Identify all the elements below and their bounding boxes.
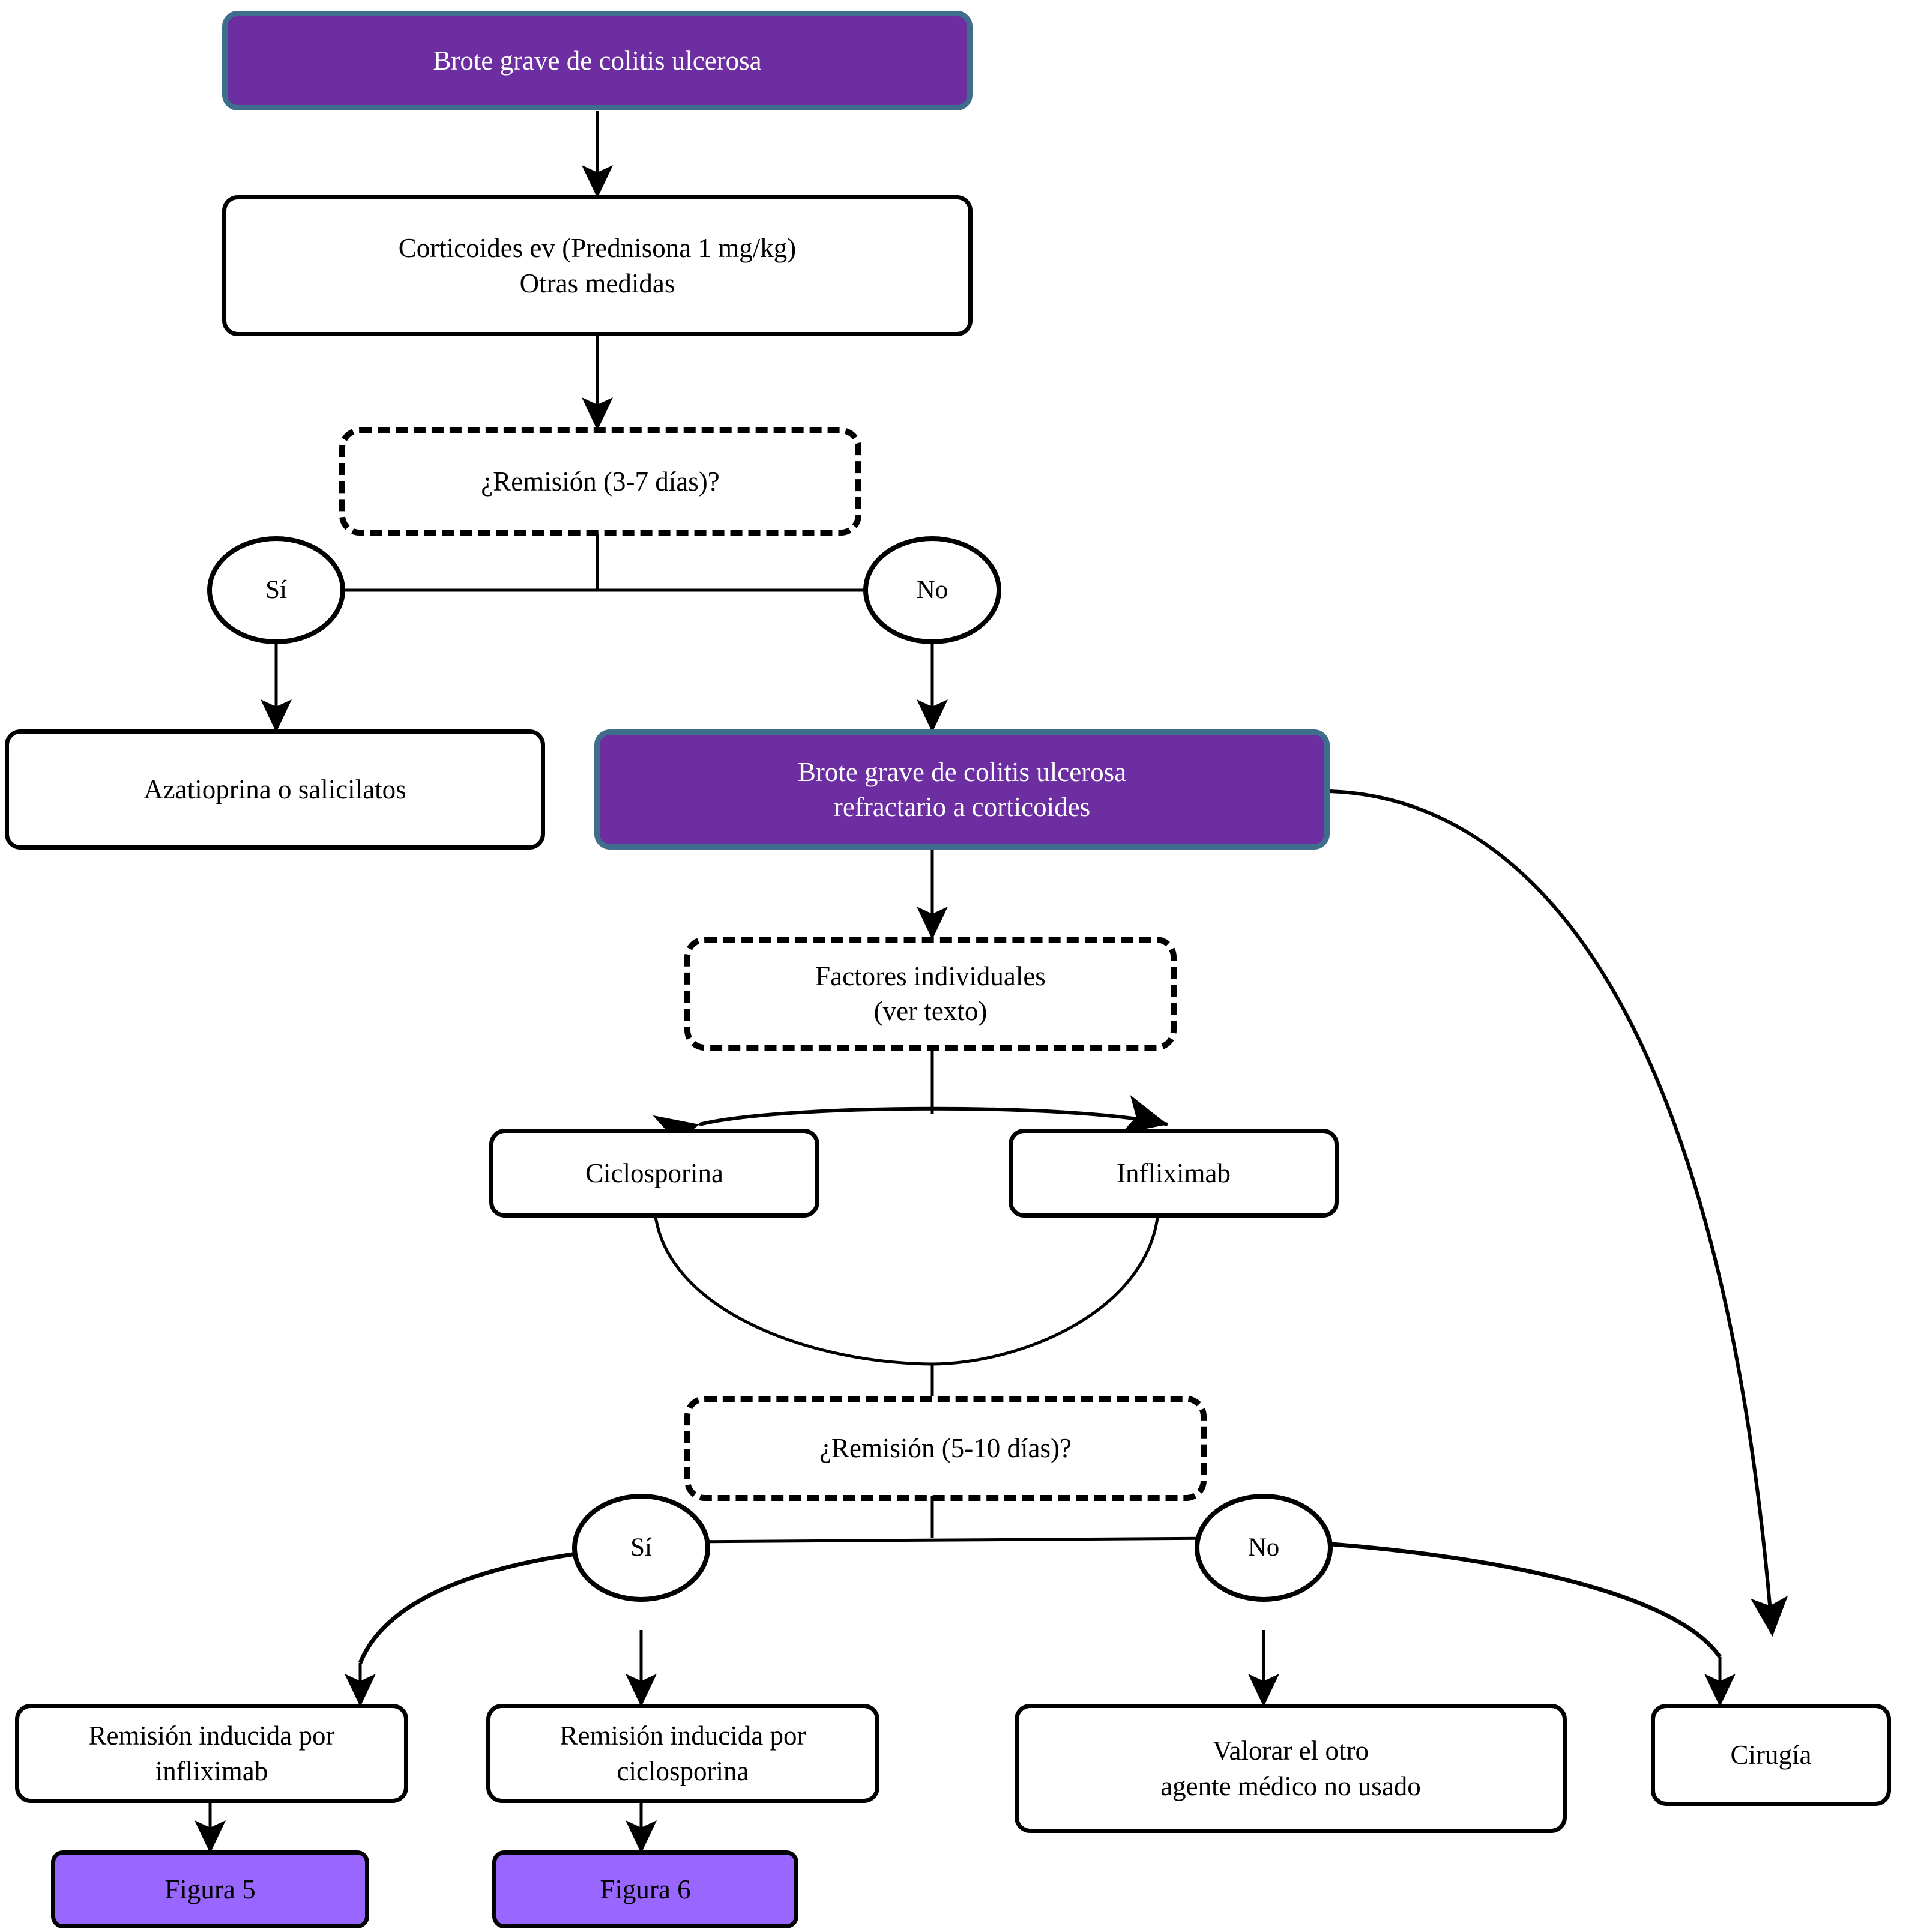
node-cirugia-label: Cirugía [1730,1739,1812,1770]
node-corticoides[interactable]: Corticoides ev (Prednisona 1 mg/kg) Otra… [222,195,973,336]
edge-no2-curve-right [1314,1541,1722,1658]
node-refractario-label: Brote grave de colitis ulcerosa refracta… [797,756,1127,823]
node-refractario-corticoides[interactable]: Brote grave de colitis ulcerosa refracta… [594,729,1330,850]
node-figura-5[interactable]: Figura 5 [51,1850,369,1928]
node-valorar-label: Valorar el otro agente médico no usado [1160,1736,1421,1801]
edge-refractario-to-cirugia [1329,789,1788,1637]
node-remision-ciclosporina-label: Remisión inducida por ciclosporina [559,1721,806,1786]
node-azatioprina-salicilatos[interactable]: Azatioprina o salicilatos [5,729,545,850]
node-remision-inducida-infliximab[interactable]: Remisión inducida por infliximab [15,1704,408,1803]
node-figura5-label: Figura 5 [164,1874,256,1904]
node-infliximab-label: Infliximab [1117,1158,1231,1188]
edge-decision2-branchbar [684,1536,1222,1544]
node-start-brote-grave[interactable]: Brote grave de colitis ulcerosa [222,11,973,110]
branch-yes-decision1-label: Sí [265,576,287,605]
node-cirugia[interactable]: Cirugía [1651,1704,1891,1806]
branch-no-decision1[interactable]: No [863,536,1001,644]
branch-yes-decision1[interactable]: Sí [207,536,345,644]
node-factores-label: Factores individuales (ver texto) [815,961,1046,1027]
node-decision1-label: ¿Remisión (3-7 días)? [481,466,720,497]
edge-factores-split [653,1095,1168,1154]
node-ciclosporina[interactable]: Ciclosporina [489,1129,819,1218]
branch-yes-decision2[interactable]: Sí [572,1494,710,1602]
node-remision-infliximab-label: Remisión inducida por infliximab [88,1721,335,1786]
node-valorar-otro-agente[interactable]: Valorar el otro agente médico no usado [1015,1704,1567,1833]
branch-no-decision2[interactable]: No [1195,1494,1333,1602]
branch-no-decision1-label: No [916,576,948,605]
node-azatioprina-label: Azatioprina o salicilatos [143,774,406,804]
node-decision-remision-3-7[interactable]: ¿Remisión (3-7 días)? [339,427,861,536]
branch-yes-decision2-label: Sí [630,1533,652,1562]
node-corticoides-label: Corticoides ev (Prednisona 1 mg/kg) Otra… [398,233,797,298]
node-infliximab[interactable]: Infliximab [1009,1129,1339,1218]
node-figura6-label: Figura 6 [600,1874,691,1904]
branch-no-decision2-label: No [1247,1533,1280,1562]
node-remision-inducida-ciclosporina[interactable]: Remisión inducida por ciclosporina [486,1704,879,1803]
node-figura-6[interactable]: Figura 6 [492,1850,798,1928]
node-decision2-label: ¿Remisión (5-10 días)? [819,1433,1072,1464]
node-start-label: Brote grave de colitis ulcerosa [433,45,762,76]
edge-infliximab-join [932,1200,1160,1366]
node-decision-remision-5-10[interactable]: ¿Remisión (5-10 días)? [684,1396,1207,1501]
node-factores-individuales[interactable]: Factores individuales (ver texto) [684,937,1177,1051]
edge-ciclosporina-join [653,1200,933,1366]
node-ciclosporina-label: Ciclosporina [585,1158,723,1188]
